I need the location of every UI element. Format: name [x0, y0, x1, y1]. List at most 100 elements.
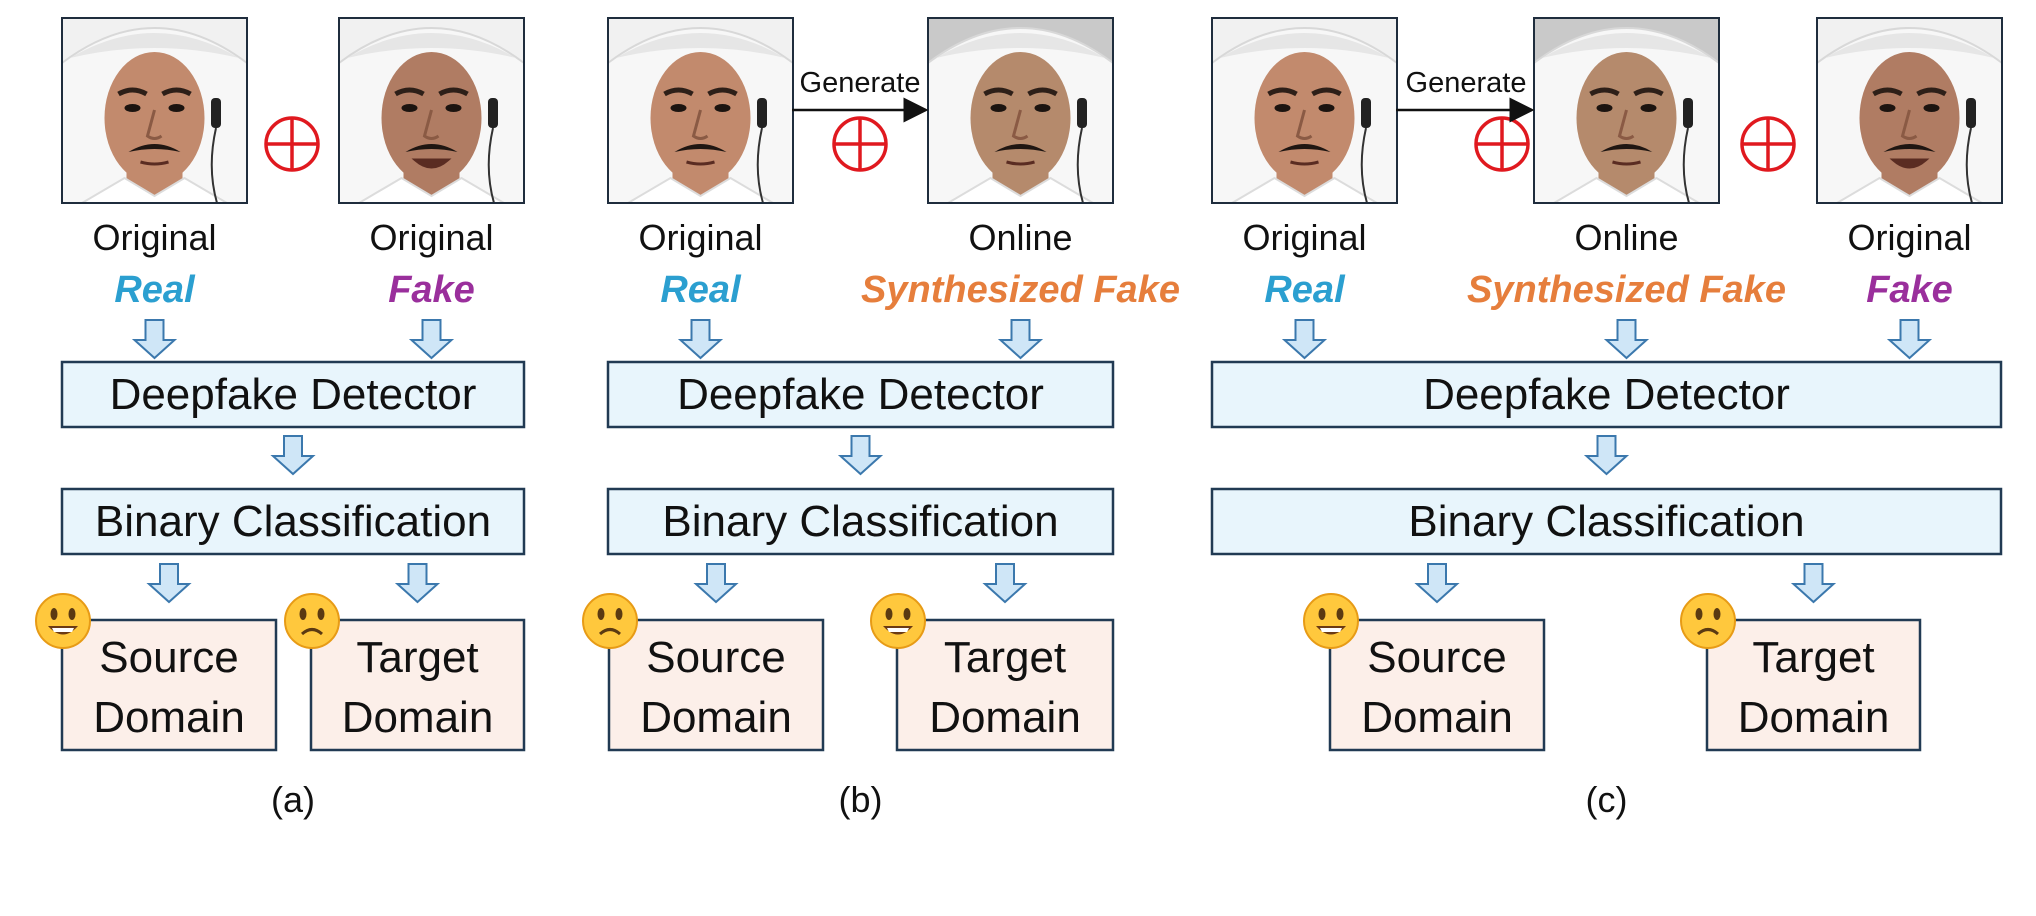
- detector-to-classifier-arrow: [1583, 435, 1630, 476]
- source-domain-down-arrow: [1414, 563, 1460, 604]
- emoji-face: [35, 593, 91, 649]
- right-eyebrow: [161, 87, 192, 97]
- input-source-label: Online: [968, 217, 1072, 258]
- collar: [357, 176, 506, 203]
- emoji-face: [582, 593, 638, 649]
- input-kind-label: Fake: [1866, 269, 1953, 311]
- source-domain-label-line2: Domain: [640, 693, 792, 742]
- panel-0-input-1-face-image: [338, 17, 525, 204]
- binary-classification-box: [1210, 487, 2003, 556]
- mouth: [686, 160, 715, 166]
- input-kind-label: Fake: [388, 269, 475, 311]
- moustache: [1883, 144, 1936, 152]
- right-eyebrow: [438, 87, 469, 97]
- input-down-arrow: [131, 319, 178, 360]
- emoji-left-eye: [1695, 608, 1703, 620]
- target-domain-box: [1705, 618, 1922, 752]
- combine-oplus-icon: [1474, 116, 1530, 172]
- emoji-right-eye: [1713, 608, 1721, 620]
- deepfake-detector-box: [606, 360, 1115, 429]
- nose: [1295, 109, 1313, 140]
- panel-caption: (c): [1586, 779, 1628, 820]
- headscarf-fold: [1542, 33, 1711, 58]
- emoji-face: [1680, 593, 1736, 649]
- deepfake-detector-box: [60, 360, 526, 429]
- input-kind-label: Real: [660, 269, 742, 311]
- mouth: [411, 158, 452, 169]
- headscarf-fold: [1825, 33, 1994, 58]
- face-frame: [1816, 17, 2003, 204]
- combine-oplus-icon: [832, 116, 888, 172]
- source-domain-down-arrow: [693, 563, 739, 604]
- target-domain-down-arrow: [394, 563, 441, 604]
- face-skin: [1859, 52, 1960, 184]
- face-frame: [61, 17, 248, 204]
- right-eye: [714, 104, 731, 112]
- left-eye: [990, 104, 1007, 112]
- collar: [1230, 176, 1379, 203]
- binary-classification-label: Binary Classification: [1408, 497, 1804, 546]
- left-eyebrow: [1267, 87, 1298, 97]
- earpiece-wire: [210, 127, 218, 203]
- earpiece-wire: [1965, 127, 1973, 203]
- target-domain-box: [309, 618, 526, 752]
- deepfake-detector-label: Deepfake Detector: [1423, 370, 1790, 419]
- face-layers: [339, 18, 524, 203]
- face-layers: [1817, 18, 2002, 203]
- right-eyebrow: [1916, 87, 1947, 97]
- source-domain-label-line2: Domain: [93, 693, 245, 742]
- emoji-teeth: [52, 628, 74, 632]
- input-down-arrow: [677, 319, 724, 360]
- input-down-arrow: [1281, 319, 1328, 360]
- binary-classification-box: [60, 487, 526, 556]
- detector-to-classifier-arrow: [837, 435, 884, 476]
- mouth: [1889, 158, 1930, 169]
- panel-1-input-0-face-image: [607, 17, 794, 204]
- collar: [1552, 176, 1701, 203]
- input-source-label: Original: [638, 217, 762, 258]
- emoji-right-eye: [68, 608, 76, 620]
- panel-caption: (b): [839, 779, 883, 820]
- source-domain-box: [607, 618, 825, 752]
- earpiece: [1966, 98, 1976, 128]
- combine-oplus-icon: [1740, 116, 1796, 172]
- mouth: [140, 160, 169, 166]
- smiling-face-icon: [35, 593, 91, 649]
- input-down-arrow: [1886, 319, 1933, 360]
- panel-2-input-2-face-image: [1816, 17, 2003, 204]
- earpiece: [1361, 98, 1371, 128]
- emoji-left-eye: [50, 608, 58, 620]
- left-eyebrow: [1872, 87, 1903, 97]
- right-eyebrow: [1633, 87, 1664, 97]
- binary-classification-box: [606, 487, 1115, 556]
- earpiece-wire: [756, 127, 764, 203]
- input-down-arrow: [408, 319, 455, 360]
- moustache: [994, 144, 1047, 152]
- headscarf-fold: [347, 33, 516, 58]
- left-eyebrow: [983, 87, 1014, 97]
- smiling-face-icon: [870, 593, 926, 649]
- nose: [145, 109, 163, 140]
- source-domain-down-arrow: [146, 563, 192, 604]
- right-eyebrow: [1027, 87, 1058, 97]
- generate-label: Generate: [1406, 67, 1527, 99]
- earpiece-wire: [1360, 127, 1368, 203]
- target-domain-label-line1: Target: [356, 633, 478, 682]
- input-source-label: Online: [1574, 217, 1678, 258]
- moustache: [1600, 144, 1653, 152]
- source-domain-label-line2: Domain: [1361, 693, 1513, 742]
- input-kind-label: Synthesized Fake: [861, 269, 1180, 311]
- emoji-frown: [1696, 628, 1720, 636]
- target-domain-down-arrow: [982, 563, 1028, 604]
- emoji-right-eye: [903, 608, 911, 620]
- right-eyebrow: [707, 87, 738, 97]
- moustache: [674, 144, 727, 152]
- panel-1-input-1-face-image: [927, 17, 1114, 204]
- collar: [80, 176, 229, 203]
- emoji-face: [284, 593, 340, 649]
- nose: [691, 109, 709, 140]
- source-domain-label-line1: Source: [1367, 633, 1506, 682]
- headscarf-fold: [616, 33, 785, 58]
- right-eye: [1923, 104, 1940, 112]
- right-eye: [445, 104, 462, 112]
